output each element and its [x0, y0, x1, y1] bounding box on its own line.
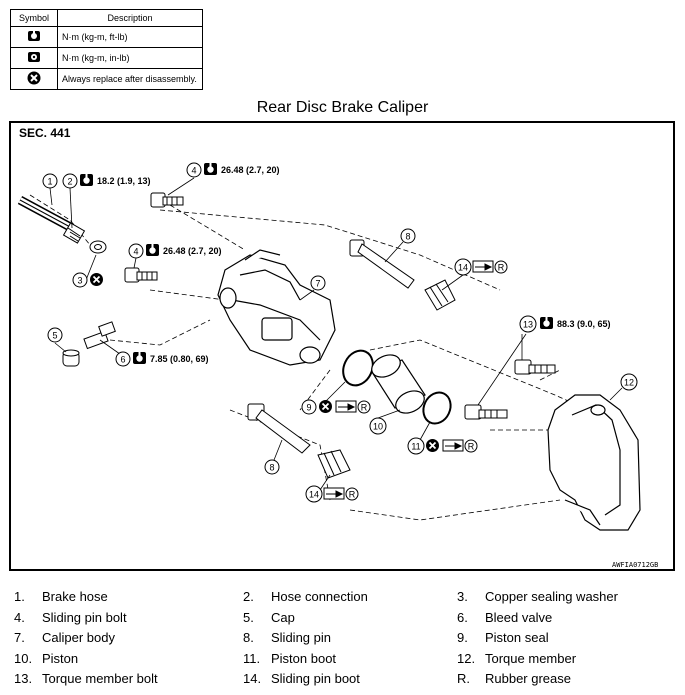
svg-text:7.85 (0.80, 69): 7.85 (0.80, 69) — [150, 354, 209, 364]
rubber-grease-mark: R — [472, 260, 508, 274]
svg-text:11: 11 — [411, 442, 420, 452]
torque-wrench-icon — [540, 317, 553, 329]
cap — [62, 349, 80, 367]
torque-spec-6: 7.85 (0.80, 69) — [133, 352, 209, 364]
always-replace-icon — [318, 399, 333, 414]
svg-text:88.3 (9.0, 65): 88.3 (9.0, 65) — [557, 319, 611, 329]
callout-11: 11 — [407, 437, 425, 455]
always-replace-icon — [10, 68, 58, 90]
callout-3: 3 — [72, 272, 88, 288]
torque-member-bolt — [514, 359, 556, 375]
leader-lines — [49, 177, 623, 491]
svg-text:R: R — [361, 403, 368, 413]
sliding-pin-boot — [424, 279, 456, 311]
torque-wrench-icon — [204, 163, 217, 175]
figure-id: AWFIA0712GB — [612, 561, 659, 569]
callout-7: 7 — [310, 275, 326, 291]
callout-10: 10 — [369, 417, 387, 435]
torque-spec-4: 26.48 (2.7, 20) — [146, 244, 222, 256]
svg-text:3: 3 — [77, 276, 82, 286]
symbol-legend-table: Symbol Description N·m (kg-m, ft-lb) N·m… — [10, 9, 203, 90]
svg-text:8: 8 — [269, 463, 274, 473]
grease-icon — [323, 487, 345, 500]
svg-text:18.2 (1.9, 13): 18.2 (1.9, 13) — [97, 176, 151, 186]
legend-description: Always replace after disassembly. — [57, 68, 203, 90]
always-replace-icon — [425, 438, 440, 453]
torque-wrench-icon — [10, 26, 58, 48]
callout-4: 4 — [186, 162, 202, 178]
torque-member — [547, 394, 641, 531]
svg-text:7: 7 — [315, 279, 320, 289]
grease-icon — [335, 400, 357, 413]
piston-boot — [422, 391, 452, 425]
svg-text:5: 5 — [52, 331, 57, 341]
callout-9: 9 — [301, 399, 317, 415]
callout-14: 14 — [454, 258, 472, 276]
svg-text:9: 9 — [306, 403, 311, 413]
svg-text:4: 4 — [133, 247, 138, 257]
torque-wrench-inlb-icon — [133, 352, 146, 364]
section-label: SEC. 441 — [19, 126, 71, 140]
rubber-grease-mark: R — [335, 400, 371, 414]
callout-12: 12 — [620, 373, 638, 391]
caliper-body — [217, 249, 336, 366]
callout-5: 5 — [47, 327, 63, 343]
sliding-pin — [247, 403, 311, 454]
diagram-frame — [9, 121, 675, 571]
callout-14: 14 — [305, 485, 323, 503]
svg-text:R: R — [498, 263, 505, 273]
sliding-pin — [349, 239, 415, 289]
callout-13: 13 — [519, 315, 537, 333]
svg-text:1: 1 — [47, 177, 52, 187]
svg-text:14: 14 — [309, 490, 319, 500]
piston — [371, 354, 426, 414]
callout-8: 8 — [400, 228, 416, 244]
svg-text:6: 6 — [120, 355, 125, 365]
svg-text:R: R — [349, 490, 356, 500]
torque-spec-13: 88.3 (9.0, 65) — [540, 317, 611, 329]
rubber-grease-mark: R — [323, 487, 359, 501]
grease-icon — [442, 439, 464, 452]
svg-text:8: 8 — [405, 232, 410, 242]
svg-text:13: 13 — [523, 320, 533, 330]
torque-wrench-icon — [146, 244, 159, 256]
piston-seal — [342, 349, 374, 387]
grease-icon — [472, 260, 494, 273]
legend-row: Always replace after disassembly. — [10, 68, 203, 90]
svg-text:10: 10 — [373, 422, 383, 432]
page-title: Rear Disc Brake Caliper — [256, 99, 429, 116]
torque-spec-4: 26.48 (2.7, 20) — [204, 163, 280, 175]
sliding-pin-bolt — [124, 267, 158, 283]
svg-text:2: 2 — [67, 177, 72, 187]
svg-text:R: R — [468, 442, 475, 452]
legend-row: N·m (kg-m, ft-lb) — [10, 26, 203, 48]
callout-8: 8 — [264, 459, 280, 475]
legend-header-row: Symbol Description — [10, 9, 203, 27]
rubber-grease-mark: R — [442, 439, 478, 453]
torque-spec-2: 18.2 (1.9, 13) — [80, 174, 151, 186]
torque-member-bolt — [464, 404, 508, 420]
always-replace-icon — [89, 272, 104, 287]
svg-text:12: 12 — [624, 378, 634, 388]
brake-hose — [17, 196, 75, 232]
svg-text:26.48 (2.7, 20): 26.48 (2.7, 20) — [221, 165, 280, 175]
bleed-valve — [83, 321, 116, 350]
svg-text:26.48 (2.7, 20): 26.48 (2.7, 20) — [163, 246, 222, 256]
callout-1: 1 — [42, 173, 58, 189]
sliding-pin-bolt — [150, 192, 184, 208]
svg-text:14: 14 — [458, 263, 468, 273]
sliding-pin-boot — [317, 449, 351, 479]
torque-wrench-icon — [80, 174, 93, 186]
hose-connection — [62, 222, 86, 244]
svg-text:4: 4 — [191, 166, 196, 176]
callout-4: 4 — [128, 243, 144, 259]
callout-2: 2 — [62, 173, 78, 189]
callout-6: 6 — [115, 351, 131, 367]
